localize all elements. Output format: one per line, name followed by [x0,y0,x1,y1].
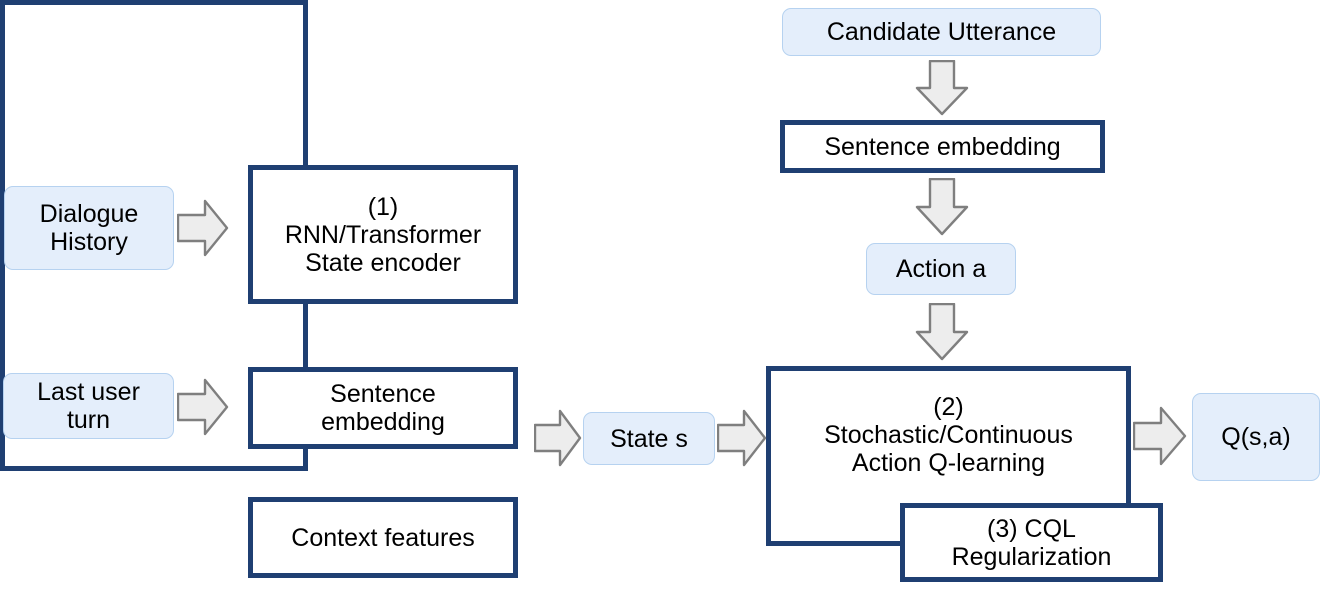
arrow-action-a-to-q-learning [914,303,970,361]
arrow-q-learning-to-q-output [1133,405,1187,467]
arrow-last-user-turn-to-sentence-embedding [177,377,229,437]
node-dialogue-history: Dialogue History [4,186,174,270]
arrow-dialogue-history-to-state-encoder [177,198,229,258]
node-action-a: Action a [866,243,1016,295]
node-cql-regularization: (3) CQL Regularization [900,503,1163,582]
arrow-sentence-embedding-to-action-a [914,178,970,236]
arrow-state-s-to-q-learning [717,408,767,468]
node-state-encoder: (1) RNN/Transformer State encoder [248,165,518,304]
node-q-output: Q(s,a) [1192,393,1320,481]
arrow-candidate-utterance-to-sentence-embedding [914,60,970,116]
node-last-user-turn: Last user turn [3,373,174,439]
node-candidate-utterance: Candidate Utterance [782,8,1101,56]
node-state-s: State s [583,412,715,465]
node-sentence-embedding-left: Sentence embedding [248,367,518,449]
arrow-encoder-container-to-state-s [534,408,582,468]
node-context-features: Context features [248,497,518,578]
node-sentence-embedding-top: Sentence embedding [780,120,1105,173]
